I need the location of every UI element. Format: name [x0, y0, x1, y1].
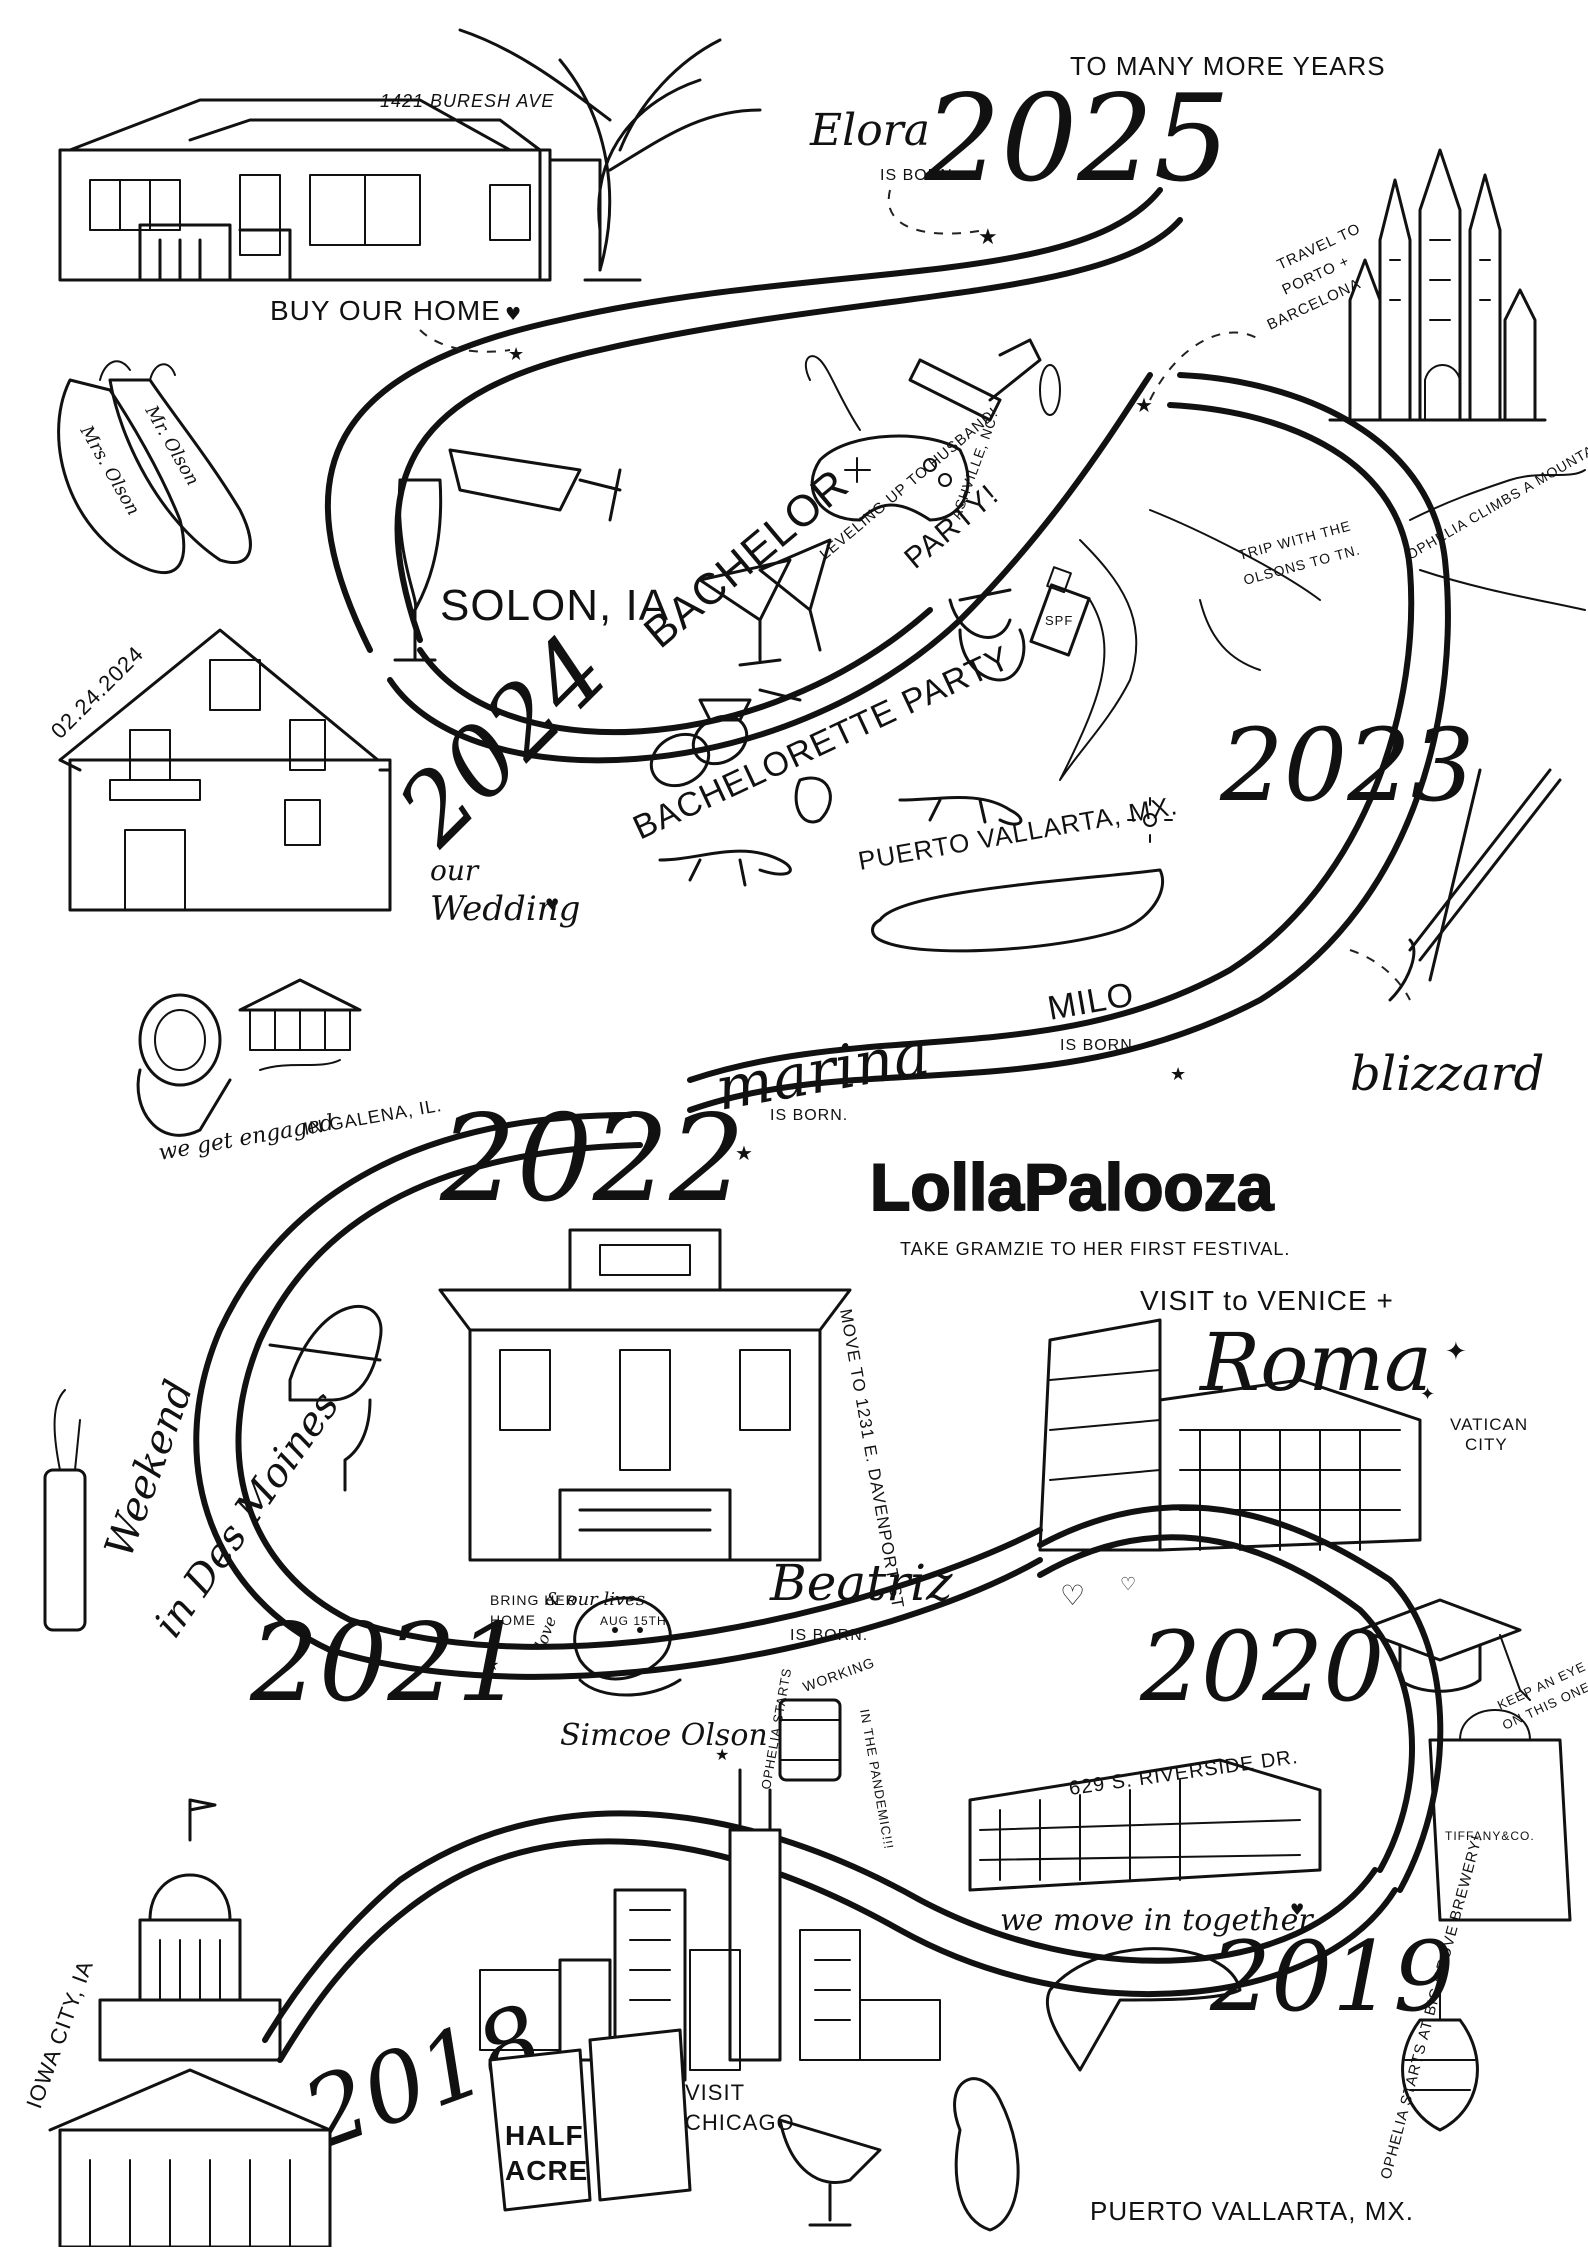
year-2020: 2020 [1139, 1611, 1384, 1723]
elora-name: Elora [809, 105, 930, 156]
ophelia-climbs: OPHELIA CLIMBS A MOUNTAIN. [1404, 431, 1588, 562]
gazebo-drawing [240, 980, 360, 1070]
iowa-city-ia: IOWA CITY, IA [21, 1957, 98, 2112]
star-icon: ★ [508, 344, 524, 365]
marina-born: IS BORN. [770, 1107, 848, 1124]
we-move-in-together: we move in together [1000, 1903, 1314, 1938]
weekend-label: Weekend [96, 1374, 202, 1563]
aug-15: AUG 15TH [600, 1614, 667, 1628]
bachelor-party-text: PARTY! [898, 478, 1005, 575]
star-icon: ★ [715, 1745, 729, 1764]
sparkle-icon: ✦ [1420, 1384, 1435, 1405]
shoe-label-mr: Mr. Olson [140, 401, 203, 489]
heart-icon: ♥ [505, 304, 521, 325]
milo-born: IS BORN. [1060, 1037, 1138, 1054]
buy-our-home: BUY OUR HOME [270, 295, 501, 326]
simcoe-olson: Simcoe Olson [560, 1718, 768, 1753]
sparkle-icon: ✦ [1445, 1337, 1467, 1367]
beatriz-name: Beatriz [769, 1554, 953, 1612]
tiffany-label: TIFFANY&CO. [1445, 1829, 1535, 1843]
visit-label: VISIT [685, 2080, 745, 2105]
vase-drawing [45, 1390, 85, 1630]
puerto-vallarta-2019: PUERTO VALLARTA, MX. [1090, 2196, 1414, 2226]
milo-name: MILO [1045, 975, 1137, 1028]
half-label: HALF [505, 2120, 584, 2151]
acre-label: ACRE [505, 2155, 588, 2186]
puerto-vallarta-2023: PUERTO VALLARTA, MX. [856, 790, 1180, 876]
in-the-pandemic: IN THE PANDEMIC!!! [857, 1708, 897, 1851]
working: WORKING [801, 1654, 877, 1695]
year-2021: 2021 [249, 1601, 525, 1726]
tiffany-bag-drawing [1430, 1710, 1570, 1920]
wedding-shoes-drawing [59, 361, 251, 572]
roma-label: Roma [1198, 1316, 1432, 1409]
lollapalooza-logo: LollaPalooza [870, 1150, 1275, 1224]
heart-icon: ♡ [1060, 1579, 1085, 1612]
star-icon: ★ [485, 1655, 499, 1674]
star-icon: ★ [735, 1141, 753, 1165]
old-capitol-drawing [50, 1800, 330, 2247]
elora-born: IS BORN. [880, 167, 958, 184]
cocktail-glass-drawing [780, 2120, 880, 2225]
star-icon: ★ [978, 225, 998, 250]
to-many-more-years: TO MANY MORE YEARS [1070, 51, 1386, 81]
bring-home: HOME [490, 1612, 536, 1628]
buresh-address: 1421 BURESH AVE [380, 91, 554, 111]
our-label: our [430, 854, 480, 887]
graduation-cap-icon [1360, 1600, 1530, 1700]
year-2023: 2023 [1219, 707, 1475, 824]
keg-drawing [780, 1700, 840, 1780]
beatriz-born: IS BORN. [790, 1627, 868, 1644]
heart-icon: ♥ [1290, 1900, 1304, 1919]
vatican-city: CITY [1465, 1435, 1508, 1454]
sunscreen-bottle [1031, 567, 1089, 655]
star-icon: ★ [1135, 393, 1153, 417]
heart-icon: ♡ [1120, 1574, 1136, 1595]
visit-venice: VISIT to VENICE + [1140, 1285, 1394, 1316]
vatican: VATICAN [1450, 1415, 1528, 1434]
pool-float [873, 870, 1163, 951]
year-2022: 2022 [439, 1090, 745, 1229]
penguin-drawing [955, 2079, 1019, 2230]
chicago-label: CHICAGO [685, 2110, 795, 2135]
heart-icon: ♥ [545, 895, 559, 914]
des-moines-house-drawing [440, 1230, 850, 1560]
engagement-ring-drawing [138, 995, 230, 1135]
take-gramzie: TAKE GRAMZIE TO HER FIRST FESTIVAL. [900, 1239, 1290, 1259]
spf-label: SPF [1045, 613, 1073, 628]
blizzard-label: blizzard [1350, 1046, 1544, 1102]
solon-ia: SOLON, IA [440, 581, 669, 630]
star-icon: ★ [1170, 1064, 1186, 1085]
in-galena: IN GALENA, IL. [302, 1095, 443, 1139]
first-home-drawing [60, 100, 600, 280]
year-2025: 2025 [924, 70, 1230, 209]
sagrada-familia-drawing [1330, 150, 1545, 420]
shoe-label-mrs: Mrs. Olson [75, 421, 144, 519]
